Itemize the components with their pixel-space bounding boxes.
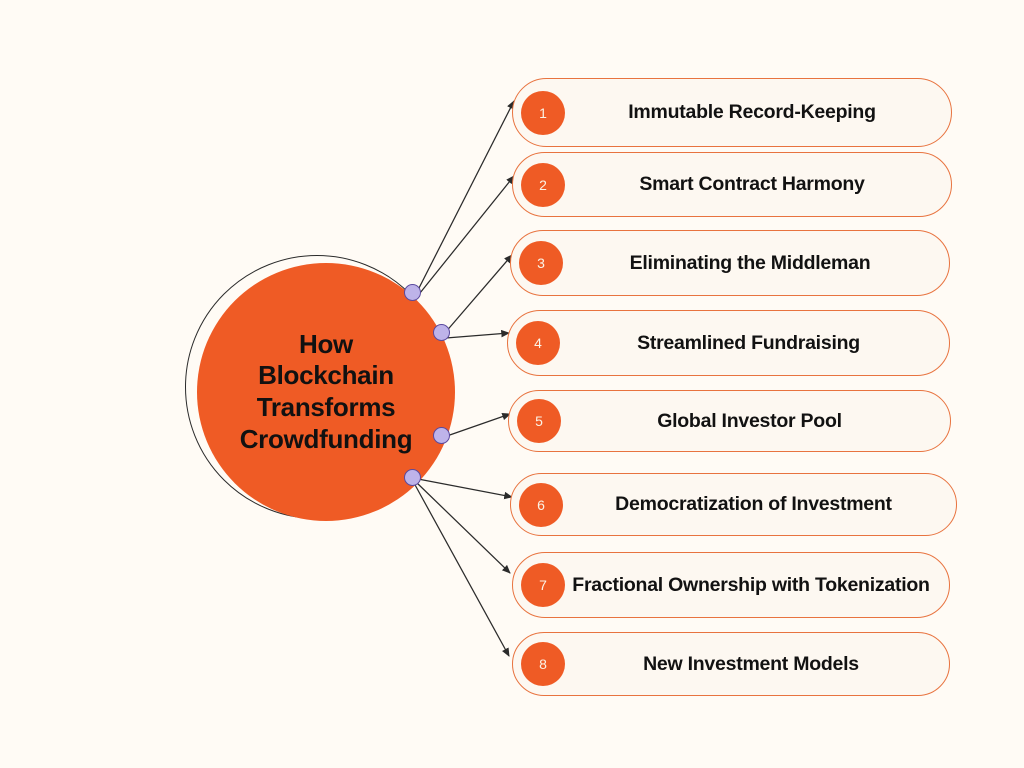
item-label: Smart Contract Harmony: [639, 173, 865, 196]
hub-title: How Blockchain Transforms Crowdfunding: [239, 328, 413, 454]
item-label: Immutable Record-Keeping: [628, 101, 876, 124]
item-pill-8[interactable]: 8 New Investment Models: [512, 632, 950, 696]
item-number-badge: 1: [521, 90, 565, 135]
item-pill-6[interactable]: 6 Democratization of Investment: [510, 473, 957, 536]
item-label: Democratization of Investment: [615, 493, 892, 516]
item-pill-5[interactable]: 5 Global Investor Pool: [508, 390, 951, 452]
anchor-dot-upper-mid: [433, 324, 450, 341]
item-pill-4[interactable]: 4 Streamlined Fundraising: [507, 310, 950, 376]
anchor-dot-bottom: [404, 469, 421, 486]
item-pill-7[interactable]: 7 Fractional Ownership with Tokenization: [512, 552, 950, 618]
item-label: Fractional Ownership with Tokenization: [572, 573, 930, 596]
item-label: Streamlined Fundraising: [637, 331, 860, 354]
item-number-badge: 8: [521, 642, 565, 686]
item-label: Eliminating the Middleman: [629, 251, 871, 274]
item-pill-1[interactable]: 1 Immutable Record-Keeping: [512, 78, 952, 147]
anchor-dot-top: [404, 284, 421, 301]
item-number-badge: 3: [519, 241, 563, 285]
item-pill-2[interactable]: 2 Smart Contract Harmony: [512, 152, 952, 217]
item-pill-3[interactable]: 3 Eliminating the Middleman: [510, 230, 950, 296]
item-number-badge: 7: [521, 563, 565, 607]
anchor-dot-lower-mid: [433, 427, 450, 444]
item-number-badge: 5: [517, 399, 561, 443]
item-label: Global Investor Pool: [657, 409, 842, 432]
item-label: New Investment Models: [643, 652, 859, 675]
item-number-badge: 6: [519, 482, 563, 527]
item-number-badge: 2: [521, 162, 565, 207]
item-number-badge: 4: [516, 321, 560, 365]
